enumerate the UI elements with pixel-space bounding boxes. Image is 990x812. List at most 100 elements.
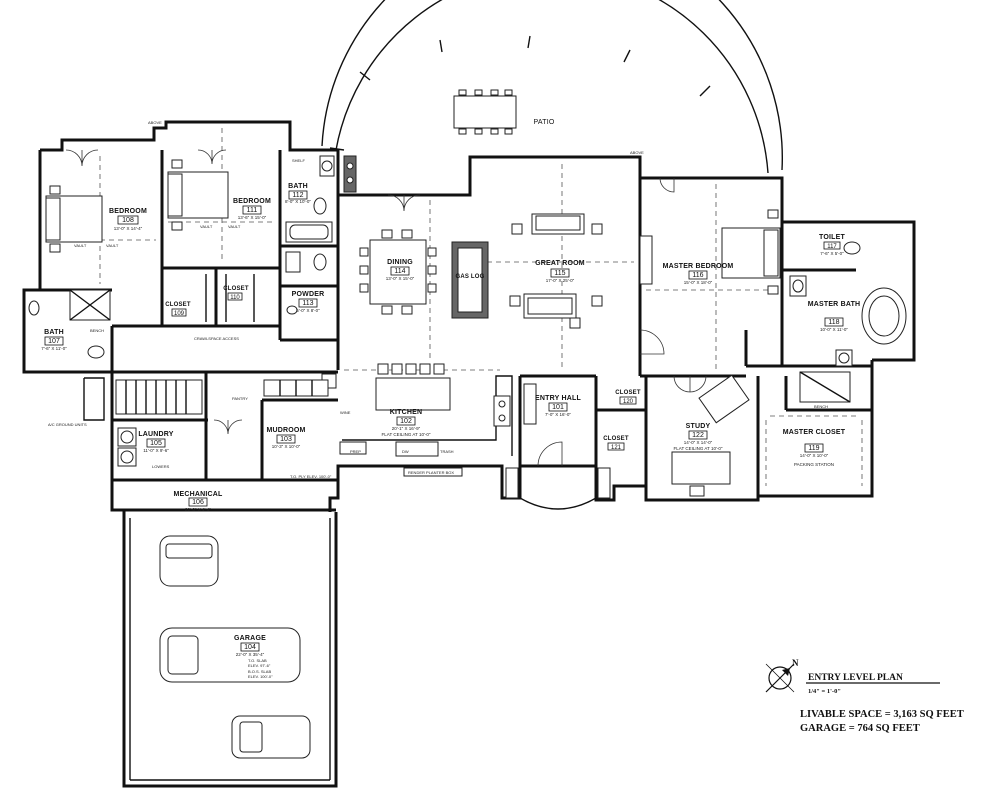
exterior-walls [22, 120, 916, 788]
room-great-115: GREAT ROOM 115 17'-0" X 25'-0" [509, 213, 665, 355]
room-dims: 13'-6" X 15'-0" [238, 215, 267, 220]
room-number: 104 [244, 644, 256, 651]
prep-note: PREP [350, 449, 361, 454]
room-mudroom-103: MUDROOM 103 10'-3" X 10'-0" T.O. PLY ELE… [213, 379, 332, 479]
room-laundry-105: LAUNDRY 105 11'-0" X 9'-6" LOWERS PANTRY… [48, 379, 248, 469]
planter-box [403, 467, 463, 477]
room-closets-120-121: CLOSET 120 CLOSET 121 [603, 390, 640, 451]
room-name: GREAT ROOM [535, 260, 585, 267]
desk-icon [671, 451, 731, 485]
room-number: 103 [280, 436, 292, 443]
room-name: BATH [44, 329, 64, 336]
room-number: 109 [174, 311, 185, 317]
room-powder-113: POWDER 113 5'-0" X 8'-0" [285, 251, 327, 315]
slab-note: T.O. SLAB [248, 658, 267, 663]
room-name: GARAGE [234, 635, 266, 642]
room-dining-114: DINING 114 13'-0" X 15'-0" [359, 194, 437, 315]
room-number: 118 [828, 319, 839, 326]
room-dims: 14'-0" X 10'-0" [800, 453, 829, 458]
room-number: 114 [394, 268, 405, 275]
toilet-icon [843, 241, 861, 255]
room-name: MECHANICAL [173, 491, 223, 498]
room-study-122: STUDY 122 14'-0" X 14'-0" FLAT CEILING A… [671, 374, 750, 497]
room-name: MASTER BEDROOM [663, 263, 734, 270]
toilet-icon [313, 253, 327, 271]
room-dims: 7'-6" X 5'-0" [820, 251, 844, 256]
above-note: ABOVE [148, 120, 162, 125]
room-name: TOILET [819, 234, 845, 241]
room-number: 107 [48, 338, 60, 345]
bench-note: BENCH [814, 404, 828, 409]
toilet-icon [87, 345, 105, 359]
bar-sink-icon [343, 155, 357, 193]
room-name: CLOSET [603, 436, 629, 442]
room-name: ENTRY HALL [535, 395, 581, 402]
interior-walls [40, 150, 872, 500]
built-in-cabinet [639, 235, 653, 285]
room-name: BEDROOM [233, 198, 271, 205]
room-toilet-117: TOILET 117 7'-6" X 5'-0" [819, 234, 861, 256]
room-number: 101 [552, 404, 564, 411]
title-block: N ENTRY LEVEL PLAN 1/4" = 1'-0" LIVABLE … [765, 658, 964, 734]
north-arrow-icon [765, 663, 795, 693]
room-dims: 15'-0" X 18'-0" [684, 280, 713, 285]
room-number: 102 [400, 418, 412, 425]
room-dims: 22'-0" X 35'-4" [236, 652, 265, 657]
room-name: MUDROOM [266, 427, 305, 434]
patio-table [453, 95, 517, 129]
room-number: 117 [827, 244, 837, 250]
room-name: BEDROOM [109, 208, 147, 215]
ceiling-note: FLAT CEILING AT 10'-0" [382, 432, 431, 437]
slab-note: ELEV. 100'-0" [248, 674, 273, 679]
room-dims: 8'-0" X 10'-0" [285, 199, 311, 204]
room-name: MASTER BATH [808, 301, 861, 308]
stairs-icon [115, 379, 203, 415]
room-garage-104: GARAGE 104 22'-0" X 35'-4" T.O. SLAB ELE… [129, 518, 331, 781]
vault-note: VAULT [200, 224, 213, 229]
room-dims: 13'-0" X 14'-4" [114, 226, 143, 231]
vanity-icon [285, 251, 301, 273]
packing-note: PACKING STATION [794, 462, 834, 467]
livable-area: LIVABLE SPACE = 3,163 SQ FEET [800, 709, 964, 720]
room-master-closet-119: MASTER CLOSET 119 14'-0" X 10'-0" PACKIN… [765, 415, 863, 486]
room-number: 119 [808, 445, 819, 452]
room-master-bath-118: MASTER BATH 118 10'-0" X 11'-0" BENCH [789, 275, 907, 409]
room-dims: 14'-0" X 14'-0" [684, 440, 713, 445]
room-dims: 10'-3" X 10'-0" [272, 444, 301, 449]
patio: PATIO [321, 0, 784, 174]
bench-note: BENCH [90, 328, 104, 333]
above-note: ABOVE [630, 150, 644, 155]
room-dims: 10'-0" X 11'-0" [820, 327, 848, 332]
room-entry-101: ENTRY HALL 101 7'-0" X 16'-0" [505, 383, 611, 510]
room-name: CLOSET [165, 302, 191, 308]
trash-note: TRASH [440, 449, 454, 454]
room-dims: 7'-6" X 11'-0" [41, 346, 67, 351]
island-icon [375, 377, 451, 411]
armchair-icon [698, 374, 750, 424]
room-name: LAUNDRY [138, 431, 173, 438]
room-name: MASTER CLOSET [783, 429, 846, 436]
room-number: 111 [247, 207, 258, 214]
room-dims: 17'-0" X 25'-0" [546, 278, 575, 283]
room-number: 115 [554, 270, 565, 277]
room-name: CLOSET [223, 286, 249, 292]
room-dims: 11'-0" X 9'-6" [143, 448, 169, 453]
room-name: DINING [387, 259, 413, 266]
elevation-note: T.O. PLY ELEV. 100'-0" [290, 474, 332, 479]
room-number: 108 [122, 217, 134, 224]
vault-note: VAULT [106, 243, 119, 248]
gas-log-fireplace: GAS LOG [451, 241, 489, 319]
room-number: 116 [692, 272, 703, 279]
room-dims: 7'-0" X 16'-0" [545, 412, 571, 417]
patio-label: PATIO [534, 119, 555, 126]
vault-note: VAULT [228, 224, 241, 229]
refrigerator-icon [339, 441, 367, 455]
room-closets-109-110: CLOSET 109 CLOSET 110 CRAWLSPACE ACCESS [165, 274, 255, 341]
room-number: 121 [611, 445, 622, 451]
room-dims: 5'-0" X 8'-0" [296, 308, 320, 313]
room-kitchen-102: KITCHEN 102 20'-1" X 16'-9" FLAT CEILING… [321, 363, 513, 477]
shelf-note: SHELF [292, 158, 305, 163]
toilet-icon [313, 197, 327, 215]
room-dims: 22'-0" X 4'-4" [185, 507, 211, 512]
